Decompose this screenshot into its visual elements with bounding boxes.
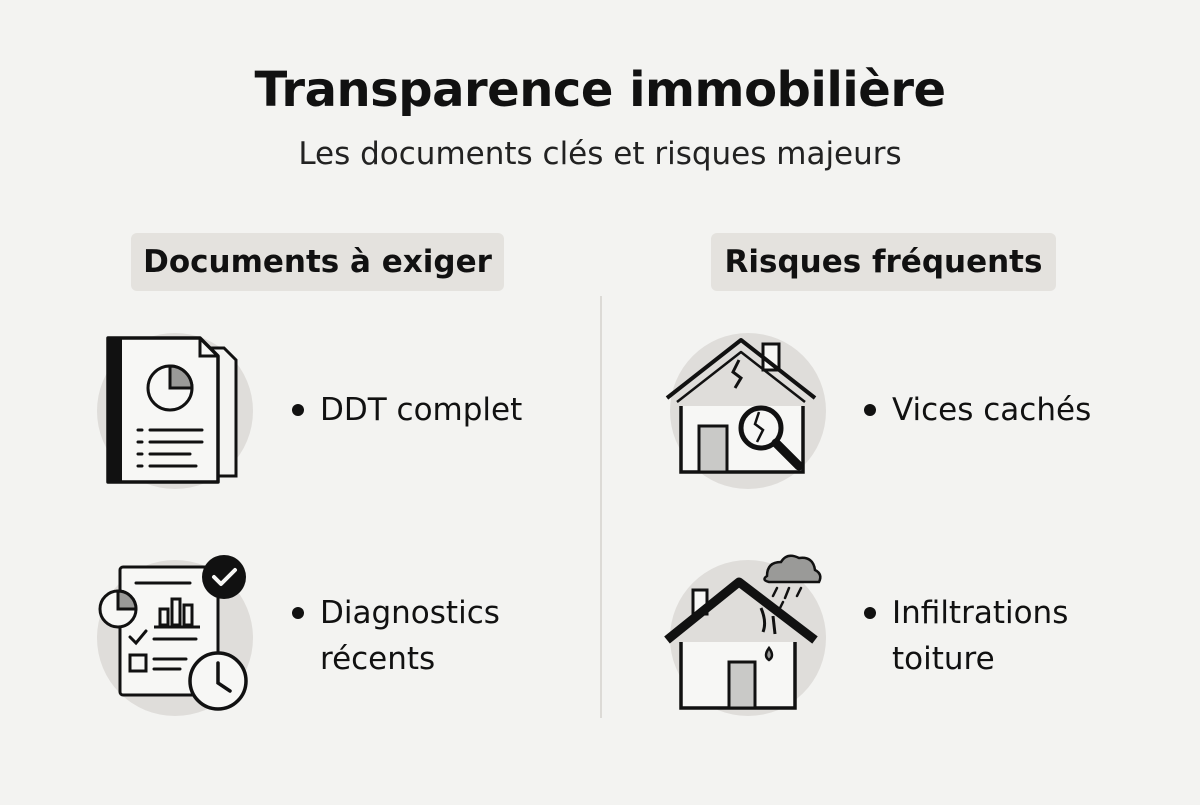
- documents-heading: Documents à exiger: [131, 233, 504, 291]
- bullet: [292, 607, 304, 619]
- bullet: [864, 607, 876, 619]
- page-subtitle: Les documents clés et risques majeurs: [298, 136, 902, 172]
- bullet: [864, 404, 876, 416]
- item-label-line-1: Infiltrations: [892, 595, 1069, 631]
- item-label: Vices cachés: [892, 392, 1092, 428]
- risks-heading: Risques fréquents: [711, 233, 1056, 291]
- item-label: DDT complet: [320, 392, 523, 428]
- list-item: Diagnostics récents: [292, 590, 500, 682]
- bullet: [292, 404, 304, 416]
- list-item: DDT complet: [292, 387, 522, 433]
- cracked-house-magnifier-icon: [665, 333, 826, 489]
- list-item: Infiltrations toiture: [864, 590, 1068, 682]
- diagnostics-report-clock-check-icon: [97, 555, 253, 716]
- document-folder-pie-chart-icon: [97, 333, 253, 489]
- list-item: Vices cachés: [864, 387, 1091, 433]
- item-label-line-2: récents: [320, 641, 436, 677]
- column-divider: [600, 296, 602, 718]
- page-title: Transparence immobilière: [254, 62, 946, 118]
- house-roof-leak-rain-icon: [664, 554, 826, 716]
- item-label-line-1: Diagnostics: [320, 595, 500, 631]
- item-label-line-2: toiture: [892, 641, 995, 677]
